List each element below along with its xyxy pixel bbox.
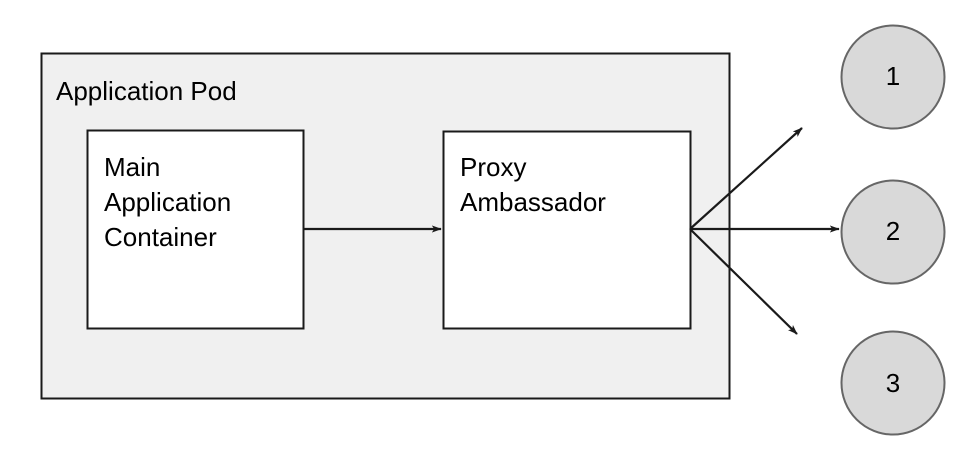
external-service-1-label: 1 — [885, 61, 901, 91]
application-pod-label: Application Pod — [56, 76, 237, 106]
proxy-ambassador-label: Proxy Ambassador — [460, 152, 606, 217]
arrow-proxy-to-service-3 — [689, 228, 798, 335]
external-service-2-circle — [840, 179, 946, 285]
external-service-1-circle — [840, 24, 946, 130]
arrow-proxy-to-service-1 — [689, 127, 803, 230]
external-service-2-label: 2 — [885, 216, 901, 246]
external-service-3-label: 3 — [885, 368, 901, 398]
proxy-ambassador-box — [442, 130, 692, 330]
main-application-container-box — [86, 129, 305, 330]
main-application-container-label: Main Application Container — [104, 152, 232, 252]
external-service-3-circle — [840, 330, 946, 436]
